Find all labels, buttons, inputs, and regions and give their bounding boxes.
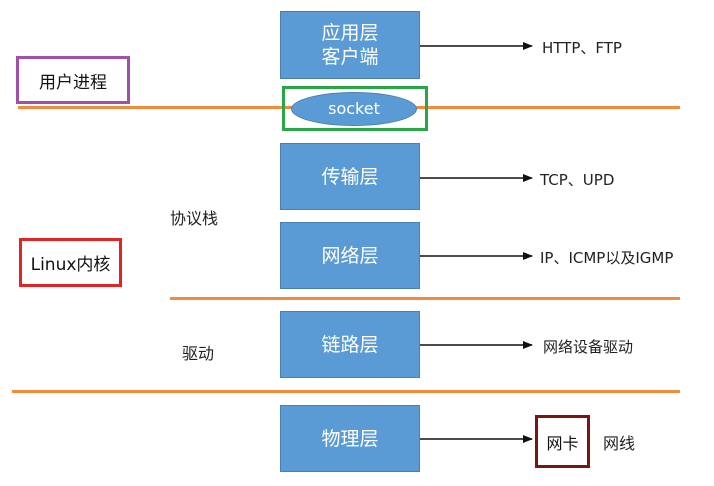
link-layer-box: 链路层 [280, 311, 420, 378]
user-process-text: 用户进程 [39, 72, 107, 93]
protocol-stack-label: 协议栈 [170, 209, 219, 228]
separator-protocol-driver [170, 297, 680, 300]
nic-text: 网卡 [546, 433, 579, 453]
socket-highlight-box [282, 86, 428, 131]
separator-driver-hardware [12, 390, 680, 393]
network-layer-box: 网络层 [280, 222, 420, 289]
network-layer-text: 网络层 [321, 244, 379, 267]
user-process-label: 用户进程 [16, 56, 130, 104]
driver-label: 驱动 [182, 344, 215, 363]
linux-kernel-label: Linux内核 [19, 238, 122, 287]
physical-layer-box: 物理层 [280, 405, 420, 472]
socket-text: socket [328, 99, 380, 118]
application-layer-box: 应用层 客户端 [280, 11, 420, 79]
link-layer-text: 链路层 [321, 333, 379, 356]
transport-layer-text: 传输层 [321, 165, 379, 188]
application-protocols: HTTP、FTP [542, 39, 622, 57]
link-protocols: 网络设备驱动 [543, 338, 634, 356]
transport-protocols: TCP、UPD [540, 171, 615, 189]
application-layer-text: 应用层 [321, 22, 379, 44]
network-protocols: IP、ICMP以及IGMP [540, 249, 674, 267]
nic-label-box: 网卡 [535, 415, 590, 468]
physical-layer-text: 物理层 [321, 427, 379, 450]
cable-label: 网线 [603, 434, 636, 453]
linux-kernel-text: Linux内核 [30, 255, 111, 275]
client-text: 客户端 [321, 46, 379, 68]
transport-layer-box: 传输层 [280, 143, 420, 210]
socket-ellipse: socket [291, 92, 417, 126]
